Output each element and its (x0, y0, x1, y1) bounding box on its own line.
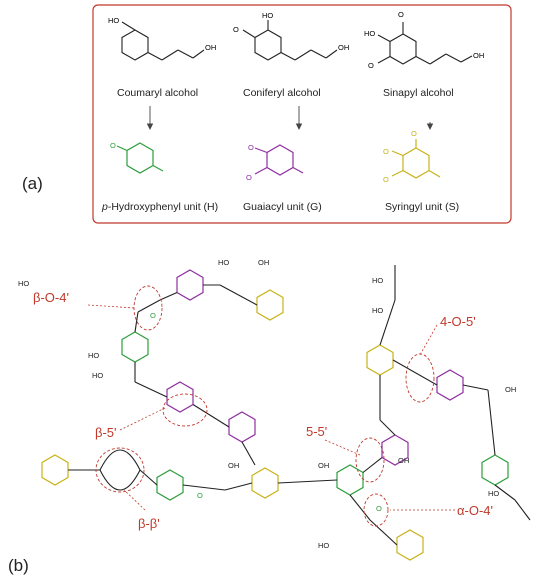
s-unit-structure (391, 139, 441, 179)
s-unit-o-mid-label: O (383, 147, 389, 156)
s-unit-label: Syringyl unit (S) (385, 201, 459, 213)
panel-b-label: (b) (8, 556, 29, 575)
polymer-ho-7: HO (488, 489, 499, 498)
polymer-ho-6: HO (372, 306, 383, 315)
g-unit-structure (254, 144, 304, 176)
coumaryl-alcohol-label: Coumaryl alcohol (117, 87, 198, 99)
coumaryl-oh-label: OH (205, 43, 216, 52)
panel-a-label: (a) (22, 174, 43, 193)
monolignol-box (92, 4, 512, 224)
sinapyl-o-top-label: O (398, 10, 404, 19)
coniferyl-alcohol-structure (242, 20, 338, 61)
coniferyl-alcohol-label: Coniferyl alcohol (243, 87, 321, 99)
coumaryl-ho-label: HO (108, 16, 119, 25)
polymer-ho-4: HO (92, 371, 103, 380)
polymer-ho-2: HO (218, 258, 229, 267)
sinapyl-o-bottom-label: O (368, 61, 374, 70)
g-unit-o2-label: O (246, 173, 252, 182)
polymer-oh-3: OH (228, 461, 239, 470)
s-unit-o-bottom-label: O (383, 175, 389, 184)
linkage-label-beta-o-4: β-O-4' (33, 290, 69, 305)
linkage-pointers (87, 304, 455, 511)
h-unit-o-label: O (110, 141, 116, 150)
linkage-label-5-5: 5-5' (306, 424, 327, 439)
g-unit-label: Guaiacyl unit (G) (243, 201, 322, 213)
sinapyl-alcohol-label: Sinapyl alcohol (383, 87, 454, 99)
sinapyl-ho-label: HO (364, 29, 375, 38)
linkage-label-4-o-5: 4-O-5' (440, 314, 476, 329)
lignin-polymer-bonds (68, 265, 531, 546)
linkage-highlights (95, 285, 435, 527)
coniferyl-oh-label: OH (338, 43, 349, 52)
linkage-label-beta-beta: β-β' (138, 516, 160, 531)
h-unit-label: p-Hydroxyphenyl unit (H) (101, 201, 218, 213)
polymer-o-1: O (150, 311, 156, 320)
polymer-atom-labels: HO HO OH HO HO HO HO OH HO OH OH HO OH O… (18, 258, 516, 550)
polymer-oh-5: OH (398, 456, 409, 465)
polymer-oh-4: OH (318, 461, 329, 470)
s-unit-o-top-label: O (411, 129, 417, 138)
h-unit-structure (116, 142, 164, 174)
polymer-oh-2: OH (505, 385, 516, 394)
polymer-ho-5: HO (372, 276, 383, 285)
sinapyl-alcohol-structure (377, 22, 473, 65)
coniferyl-o-label: O (233, 25, 239, 34)
polymer-ho-3: HO (88, 351, 99, 360)
sinapyl-oh-label: OH (473, 51, 484, 60)
polymer-o-2: O (197, 491, 203, 500)
polymer-ho-8: HO (318, 541, 329, 550)
conversion-arrows (146, 106, 434, 131)
lignin-polymer-rings (41, 269, 509, 561)
linkage-label-alpha-o-4: α-O-4' (457, 503, 493, 518)
linkage-label-beta-5: β-5' (95, 425, 117, 440)
g-unit-o1-label: O (248, 143, 254, 152)
coumaryl-alcohol-structure (121, 21, 205, 61)
coniferyl-ho-label: HO (262, 11, 273, 20)
polymer-ho-1: HO (18, 279, 29, 288)
polymer-oh-1: OH (258, 258, 269, 267)
polymer-o-3: O (376, 504, 382, 513)
